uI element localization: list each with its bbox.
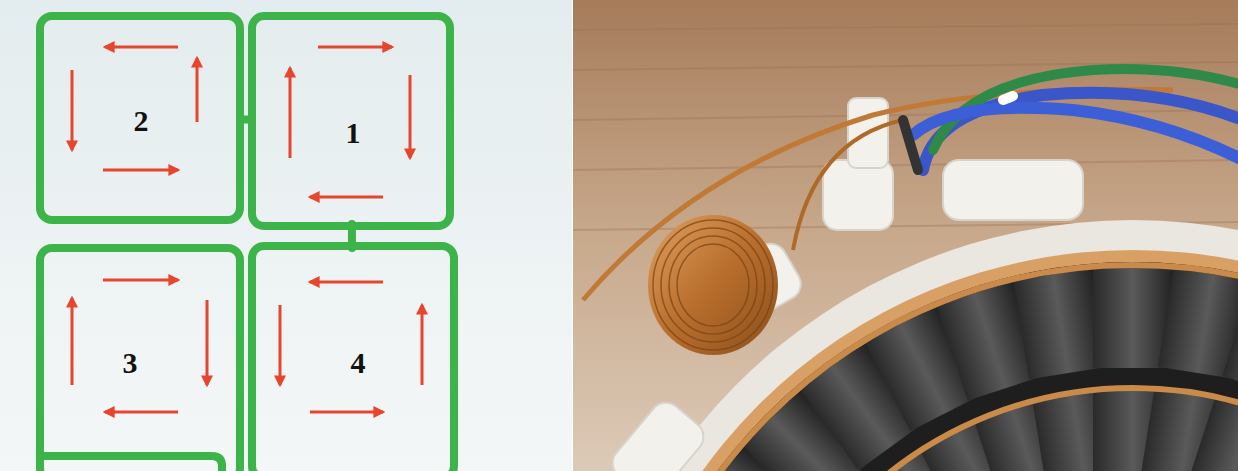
copper-coil xyxy=(583,89,1173,355)
coil-wire-tail xyxy=(40,456,222,471)
coil-number: 4 xyxy=(351,346,366,380)
current-arrow xyxy=(103,169,178,172)
current-arrow xyxy=(318,46,392,49)
coil-wire-layer xyxy=(0,0,572,471)
current-arrow xyxy=(105,411,178,414)
stator-photo xyxy=(573,0,1238,471)
current-arrow xyxy=(409,75,412,158)
current-arrow xyxy=(103,279,178,282)
current-arrow xyxy=(196,58,199,122)
current-arrow xyxy=(71,70,74,150)
coil-loop: 3 xyxy=(36,244,244,471)
lead-wires xyxy=(903,69,1238,170)
coil-panel: 2 1 3 4 xyxy=(0,0,572,471)
current-arrows xyxy=(0,0,572,471)
coil-number: 1 xyxy=(346,116,361,150)
current-arrow xyxy=(310,411,383,414)
stator-illustration xyxy=(573,0,1238,471)
arrow-group xyxy=(72,47,422,412)
current-arrow xyxy=(310,281,383,284)
coil-loop: 2 xyxy=(36,12,244,224)
plastic-spacers xyxy=(606,98,1083,471)
current-arrow xyxy=(289,68,292,158)
current-arrow xyxy=(105,46,178,49)
current-arrow xyxy=(279,305,282,385)
coil-number: 3 xyxy=(123,346,138,380)
current-arrow xyxy=(71,298,74,385)
coil-number: 2 xyxy=(134,104,149,138)
current-arrow xyxy=(310,196,383,199)
coil-connector xyxy=(242,115,250,123)
current-arrow xyxy=(206,300,209,385)
current-arrow xyxy=(421,305,424,385)
edge-layer xyxy=(0,0,572,471)
coil-connector xyxy=(348,224,356,248)
